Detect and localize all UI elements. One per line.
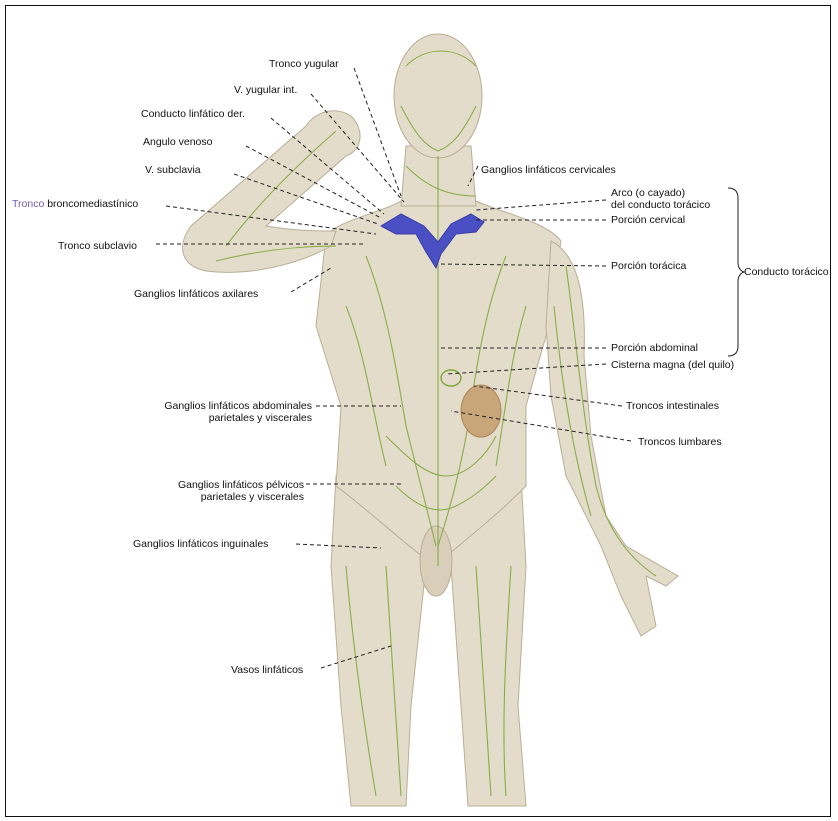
kidney-shape (461, 385, 501, 437)
label-arco-line1: Arco (o cayado) (611, 187, 685, 199)
label-pelvicos-line1: Ganglios linfáticos pélvicos (126, 479, 304, 491)
label-troncos-intestinales: Troncos intestinales (626, 400, 719, 412)
label-porcion-cervical: Porción cervical (611, 214, 685, 226)
label-abdominales-line2: parietales y viscerales (126, 412, 312, 424)
label-cisterna-magna: Cisterna magna (del quilo) (611, 359, 734, 371)
label-angulo-venoso: Angulo venoso (143, 136, 212, 148)
label-vasos-linfaticos: Vasos linfáticos (231, 664, 303, 676)
label-arco-line2: del conducto torácico (611, 199, 710, 211)
label-ganglios-cervicales: Ganglios linfáticos cervicales (481, 164, 616, 176)
label-abdominales-line1: Ganglios linfáticos abdominales (126, 400, 312, 412)
label-tronco-subclavio: Tronco subclavio (58, 240, 137, 252)
label-tronco-prefix: Tronco (12, 198, 44, 210)
label-tronco-suffix: broncomediastínico (44, 198, 138, 210)
label-conducto-toracico: Conducto torácico (744, 266, 829, 278)
label-porcion-abdominal: Porción abdominal (611, 342, 698, 354)
label-troncos-lumbares: Troncos lumbares (638, 436, 722, 448)
label-tronco-broncomediastinico: Tronco broncomediastínico (12, 198, 138, 210)
label-tronco-yugular: Tronco yugular (269, 58, 339, 70)
label-ganglios-inguinales: Ganglios linfáticos inguinales (133, 538, 268, 550)
conducto-bracket (728, 188, 744, 356)
label-conducto-linfatico-der: Conducto linfático der. (141, 108, 245, 120)
label-pelvicos-line2: parietales y viscerales (126, 491, 304, 503)
label-v-subclavia: V. subclavia (145, 164, 201, 176)
label-ganglios-axilares: Ganglios linfáticos axilares (134, 288, 258, 300)
label-v-yugular-int: V. yugular int. (234, 84, 297, 96)
label-porcion-toracica: Porción torácica (611, 260, 686, 272)
figure-frame: Tronco yugular V. yugular int. Conducto … (5, 5, 831, 817)
